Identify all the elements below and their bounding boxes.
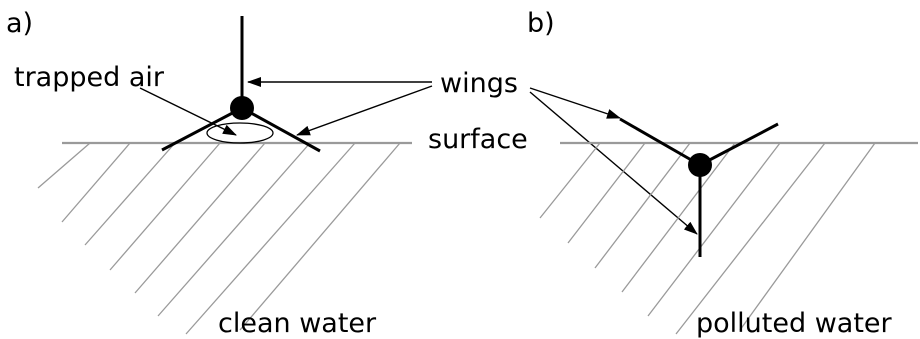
wing-right-b xyxy=(699,122,779,167)
polluted-water-label: polluted water xyxy=(696,308,893,339)
wings-arrow-a-right xyxy=(296,85,433,136)
panel-a: a) trapped air clean water xyxy=(6,8,412,339)
trapped-air-bubble xyxy=(206,122,274,144)
clean-water-label: clean water xyxy=(218,308,377,339)
wing-left-b xyxy=(619,117,701,167)
panel-a-label: a) xyxy=(6,8,33,39)
panel-b: b) polluted water xyxy=(527,8,918,339)
wings-callout: wings xyxy=(247,68,698,235)
insect-body-a xyxy=(230,96,254,120)
water-hatching-a xyxy=(37,142,401,335)
insect-body-b xyxy=(688,153,712,177)
panel-b-label: b) xyxy=(527,8,555,39)
wings-label: wings xyxy=(440,68,518,99)
water-hatching-b xyxy=(539,142,876,335)
trapped-air-label: trapped air xyxy=(14,62,165,93)
wings-arrow-b-left xyxy=(529,87,621,119)
wing-left-a xyxy=(161,106,243,152)
wing-right-a xyxy=(241,106,321,153)
trapped-air-arrow xyxy=(139,87,237,136)
surface-label: surface xyxy=(428,124,528,155)
wings-arrow-b-down xyxy=(529,91,698,235)
